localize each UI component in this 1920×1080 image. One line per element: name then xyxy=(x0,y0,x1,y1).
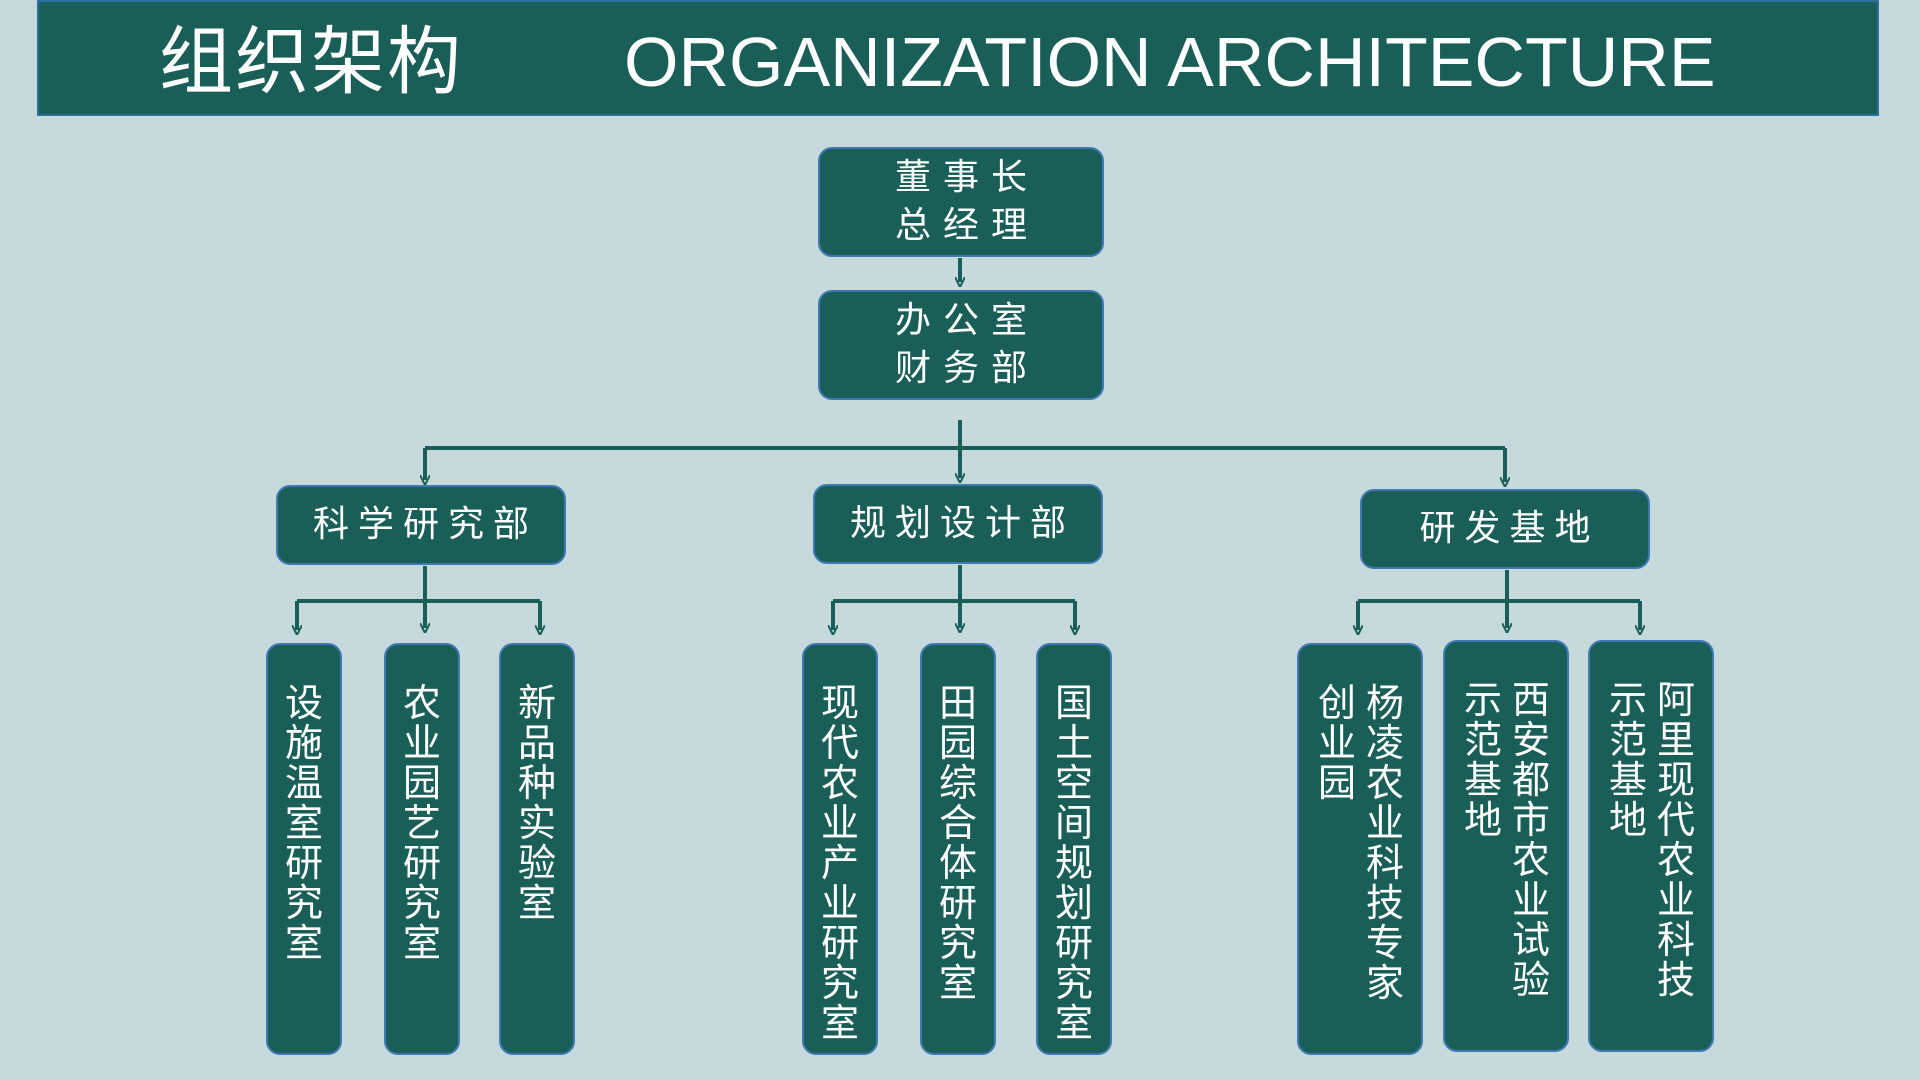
node-chairman: 董事长 总经理 xyxy=(818,147,1104,257)
unit-rnd-2: 西安都市农业试验 示范基地 xyxy=(1443,640,1569,1052)
node-office-line2: 财务部 xyxy=(894,348,1039,389)
unit-science-1-text: 设施温室研究室 xyxy=(284,681,323,965)
node-office-line1: 办公室 xyxy=(894,300,1039,341)
unit-rnd-1: 杨凌农业科技专家 创业园 xyxy=(1297,643,1423,1055)
node-chairman-line1: 董事长 xyxy=(894,157,1039,198)
unit-planning-3-text: 国土空间规划研究室 xyxy=(1054,681,1093,1045)
unit-rnd-3-col1: 阿里现代农业科技 xyxy=(1656,678,1695,1002)
unit-rnd-2-col2: 示范基地 xyxy=(1463,678,1502,842)
node-dept-science: 科学研究部 xyxy=(276,485,566,565)
title-english: ORGANIZATION ARCHITECTURE xyxy=(624,23,1716,101)
unit-planning-3: 国土空间规划研究室 xyxy=(1036,643,1112,1055)
unit-planning-1-text: 现代农业产业研究室 xyxy=(820,681,859,1045)
unit-science-1: 设施温室研究室 xyxy=(266,643,342,1055)
unit-science-2-text: 农业园艺研究室 xyxy=(402,681,441,965)
unit-science-3-text: 新品种实验室 xyxy=(517,681,556,925)
unit-planning-2-text: 田园综合体研究室 xyxy=(938,681,977,1005)
node-office: 办公室 财务部 xyxy=(818,290,1104,400)
unit-rnd-2-col1: 西安都市农业试验 xyxy=(1511,678,1550,1002)
unit-planning-1: 现代农业产业研究室 xyxy=(802,643,878,1055)
node-dept-science-label: 科学研究部 xyxy=(312,504,538,545)
node-dept-planning: 规划设计部 xyxy=(813,484,1103,564)
unit-rnd-3-col2: 示范基地 xyxy=(1608,678,1647,842)
title-banner: 组织架构 ORGANIZATION ARCHITECTURE xyxy=(37,0,1879,116)
unit-rnd-1-col2: 创业园 xyxy=(1317,681,1356,805)
unit-science-3: 新品种实验室 xyxy=(499,643,575,1055)
unit-rnd-1-col1: 杨凌农业科技专家 xyxy=(1365,681,1404,1005)
node-chairman-line2: 总经理 xyxy=(894,205,1039,246)
title-chinese: 组织架构 xyxy=(159,19,463,105)
unit-science-2: 农业园艺研究室 xyxy=(384,643,460,1055)
unit-planning-2: 田园综合体研究室 xyxy=(920,643,996,1055)
node-dept-planning-label: 规划设计部 xyxy=(849,503,1075,544)
node-dept-rnd: 研发基地 xyxy=(1360,489,1650,569)
unit-rnd-3: 阿里现代农业科技 示范基地 xyxy=(1588,640,1714,1052)
node-dept-rnd-label: 研发基地 xyxy=(1419,508,1600,549)
